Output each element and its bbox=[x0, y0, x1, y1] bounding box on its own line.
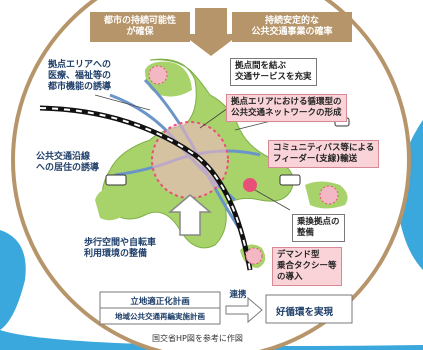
plan-link: 連携 bbox=[229, 290, 247, 300]
central-hub-zone bbox=[152, 122, 228, 198]
box-transfer: 乗換拠点の 整備 bbox=[292, 214, 345, 242]
box-link-service: 拠点間を結ぶ 交通サービスを充実 bbox=[230, 58, 317, 86]
sub-hub-bottom bbox=[245, 247, 263, 265]
bus-icon-2 bbox=[279, 174, 301, 186]
box-demand-taxi: デマンド型 乗合タクシー等 の導入 bbox=[272, 247, 342, 286]
leader-4 bbox=[254, 189, 291, 211]
central-hub-ring bbox=[151, 121, 229, 199]
box-network: 拠点エリアにおける循環型の 公共交通ネットワークの形成 bbox=[226, 94, 347, 122]
plan-location: 立地適正化計画 bbox=[130, 297, 190, 307]
box-feeder: コミュニティバス等による フィーダー(支線)輸送 bbox=[268, 140, 380, 168]
label-walking: 歩行空間や自転車 利用環境の整備 bbox=[84, 238, 157, 259]
transfer-hub bbox=[243, 178, 257, 192]
label-residence: 公共交通沿線 への居住の誘導 bbox=[36, 152, 100, 173]
railway-line-ties bbox=[39, 107, 251, 271]
result-box bbox=[265, 294, 353, 324]
result-arrow bbox=[225, 296, 263, 324]
sub-hub-top bbox=[148, 65, 168, 85]
down-arrow bbox=[182, 8, 240, 56]
ocean-right bbox=[397, 120, 423, 270]
up-arrow bbox=[167, 194, 213, 236]
ocean-bottom bbox=[0, 330, 423, 350]
header-left: 都市の持続可能性 が確保 bbox=[90, 12, 190, 42]
credit: 国交省HP図を参考に作図 bbox=[152, 334, 243, 343]
label-urban-functions: 拠点エリアへの 医療、福祉等の 都市機能の誘導 bbox=[48, 60, 112, 92]
sub-hub-right bbox=[319, 185, 339, 205]
result-label: 好循環を実現 bbox=[276, 307, 334, 318]
leader-2 bbox=[199, 107, 229, 129]
header-right: 持続安定的な 公共交通事業の確率 bbox=[232, 12, 352, 42]
bus-icon-1 bbox=[105, 174, 127, 186]
ocean-left bbox=[0, 230, 26, 330]
plan-transport: 地域公共交通再編実施計画 bbox=[115, 312, 205, 321]
leader-1 bbox=[94, 94, 151, 111]
green-area-left-branch bbox=[95, 187, 132, 221]
